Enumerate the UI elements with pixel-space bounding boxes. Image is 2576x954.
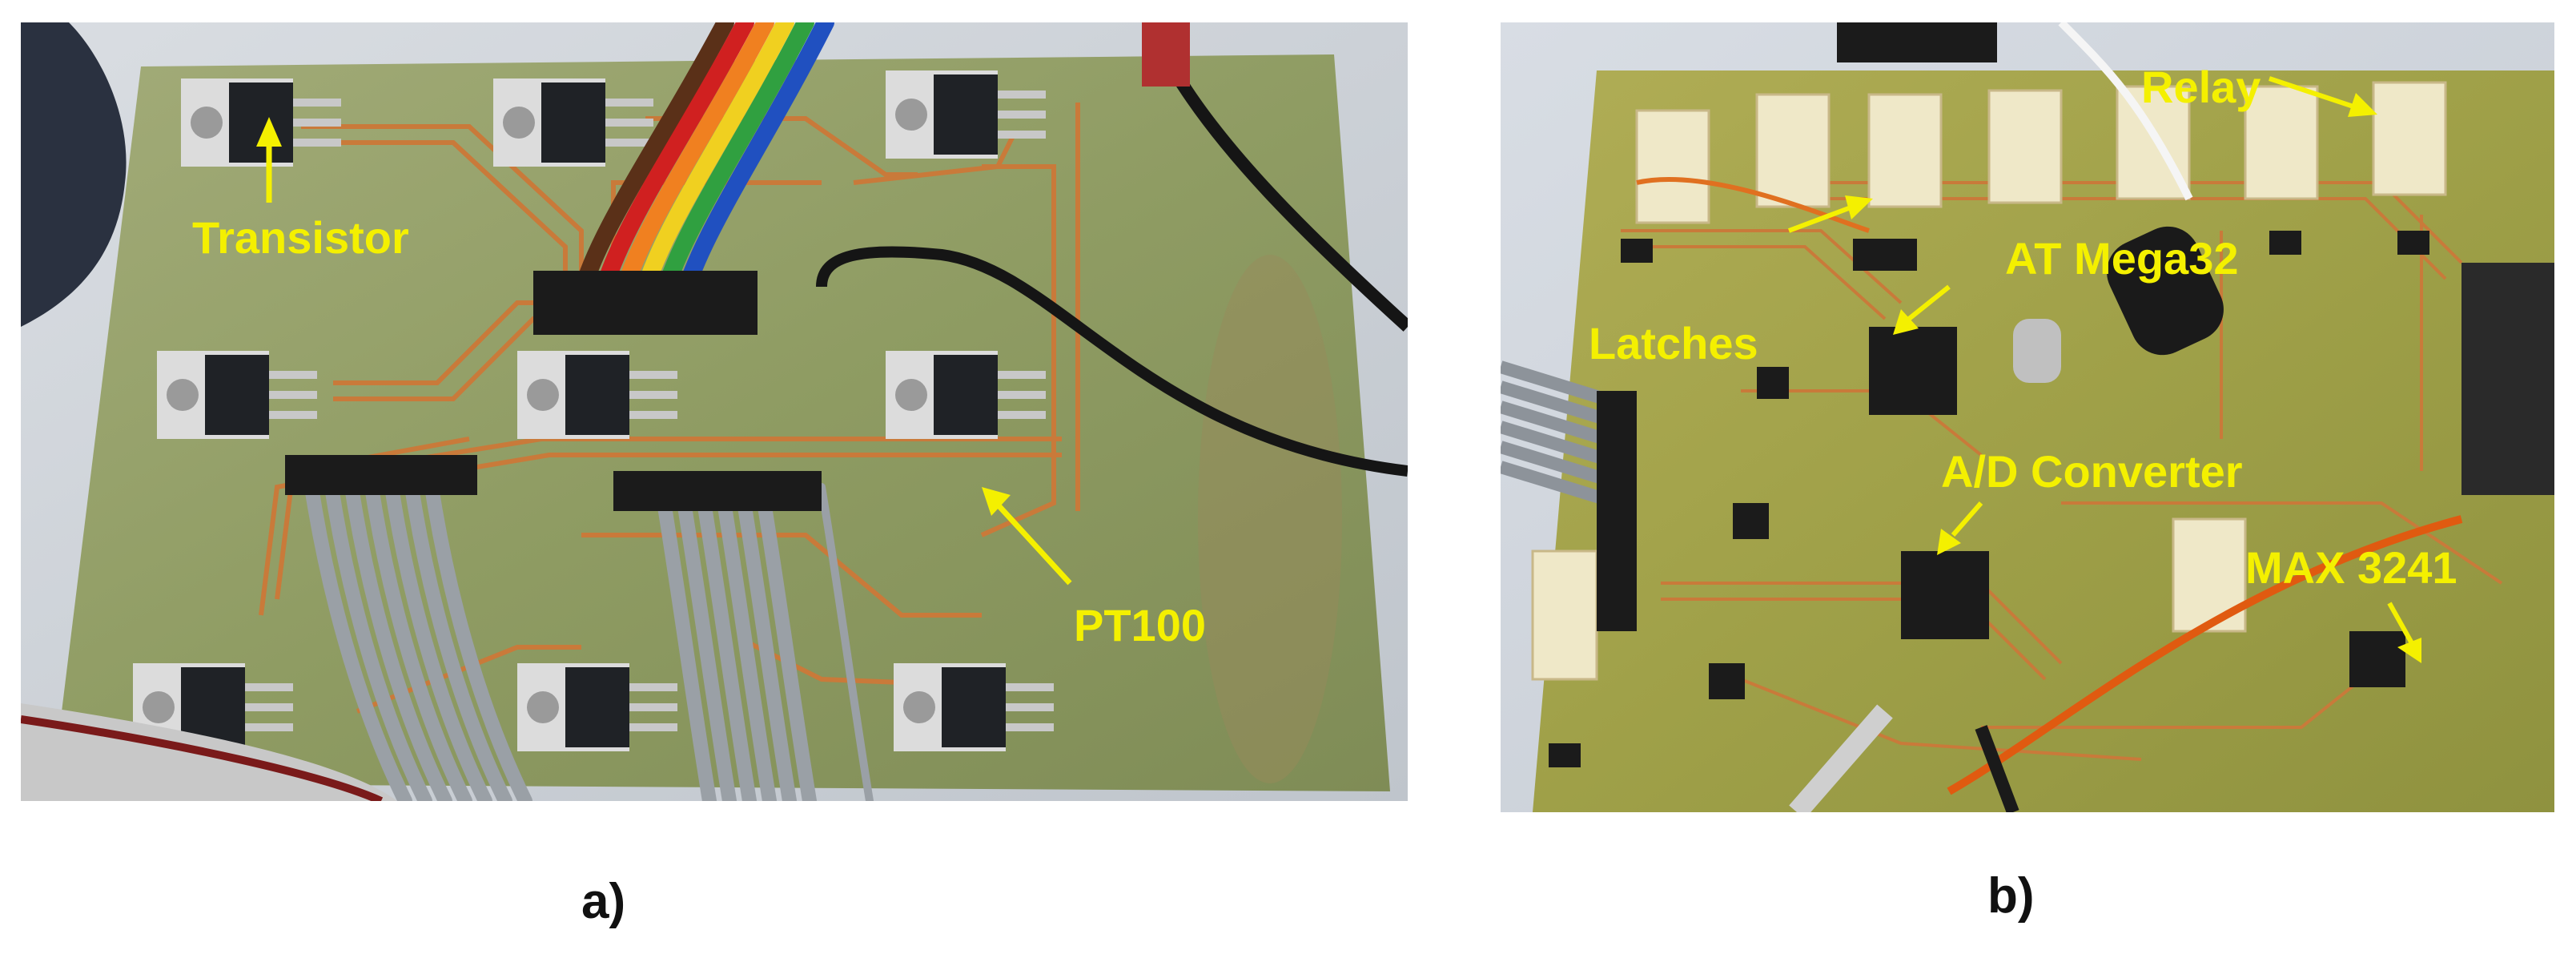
electrolytic-capacitor [2107, 226, 2224, 356]
pcb-photo-b: AT Mega32 Relay Latches A/D Converter MA… [1501, 22, 2554, 812]
label-latches: Latches [1589, 318, 1758, 368]
black-wire-probe [816, 246, 1408, 477]
pcb-board-b [1533, 70, 2554, 812]
label-max3241: MAX 3241 [2245, 542, 2457, 593]
photo-panel-b: AT Mega32 Relay Latches A/D Converter MA… [1501, 22, 2554, 812]
ribbon-connector-a [533, 271, 758, 335]
caption-panel-a: a) [581, 874, 626, 929]
ribbon-cable-grey [302, 464, 874, 801]
pcb-photo-a: Transistor PT100 [21, 22, 1408, 801]
callout-arrows-b [1787, 76, 2421, 663]
photo-panel-a: Transistor PT100 [21, 22, 1408, 801]
label-pt100: PT100 [1074, 600, 1206, 650]
caption-panel-b: b) [1987, 868, 2035, 924]
ribbon-cable-b [1501, 360, 1607, 505]
crystal-oscillator [2013, 319, 2061, 383]
serial-connector [2461, 263, 2554, 495]
cable-left-dark [21, 22, 127, 327]
callout-arrows-a [256, 117, 1072, 586]
transistor-components-a [133, 70, 1054, 751]
label-transistor: Transistor [192, 212, 409, 263]
label-relay: Relay [2141, 62, 2261, 112]
smd-components [1549, 231, 2429, 767]
label-at-mega32: AT Mega32 [2005, 233, 2238, 284]
label-ad-converter: A/D Converter [1941, 446, 2243, 497]
